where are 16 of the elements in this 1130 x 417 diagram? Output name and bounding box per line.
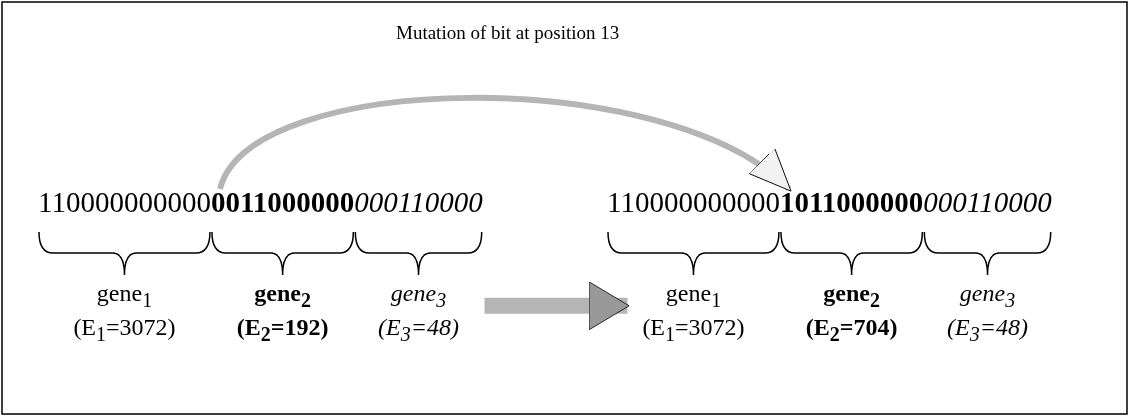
gene-value: (E$_{3}$=48): [946, 313, 1029, 347]
gene-name: gene$_{3}$: [958, 280, 1017, 313]
gene-value: (E$_{1}$=3072): [72, 313, 177, 347]
gene-name: gene$_{1}$: [664, 280, 723, 313]
gene-name: gene$_{2}$: [253, 280, 312, 313]
gene-value: (E$_{1}$=3072): [641, 313, 746, 347]
gene-value: (E$_{3}$=48): [377, 313, 460, 347]
gene-value: (E$_{2}$=192): [235, 313, 330, 347]
gene-name: gene$_{1}$: [95, 280, 154, 313]
curved-arrow: [217, 94, 792, 192]
bit-string: 1100000000001011000000000110000: [607, 185, 1052, 219]
bit-string: 1100000000000011000000000110000: [38, 185, 483, 219]
gene-name: gene$_{3}$: [389, 280, 448, 313]
gene-name: gene$_{2}$: [822, 280, 881, 313]
block-arrow: [484, 281, 630, 331]
gene-value: (E$_{2}$=704): [804, 313, 899, 347]
